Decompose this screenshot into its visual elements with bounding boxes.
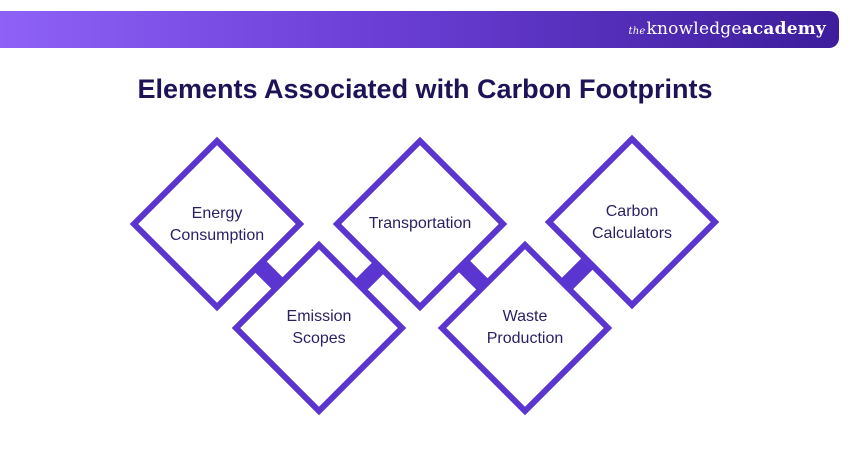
brand-suffix: academy [741,19,826,39]
connector-waste-carbon [559,258,593,292]
label-energy-line1: Energy [191,205,243,222]
label-energy-line2: Consumption [169,227,265,244]
diamond-waste-production [437,240,613,416]
diamond-carbon-calculators [544,134,720,310]
label-emission-line1: Emission [286,308,352,325]
diamond-energy-consumption [129,136,305,312]
connector-transportation-waste [456,258,490,292]
label-carbon-line1: Carbon [605,203,659,220]
label-energy-consumption: Energy Consumption [152,203,282,247]
label-waste-line2: Production [486,330,564,347]
label-carbon-calculators: Carbon Calculators [567,201,697,245]
diamond-transportation [332,136,508,312]
header-banner [0,11,839,48]
page-title: Elements Associated with Carbon Footprin… [137,74,713,104]
brand-prefix: the [628,26,646,37]
label-emission-line2: Scopes [292,330,346,347]
brand-logo: theknowledgeacademy [628,18,826,43]
label-waste-line1: Waste [502,308,548,325]
label-carbon-line2: Calculators [591,225,673,242]
connector-energy-emission [252,258,286,292]
label-transportation: Transportation [355,213,485,235]
brand-name: knowledge [646,19,742,39]
label-waste-production: Waste Production [460,306,590,350]
label-emission-scopes: Emission Scopes [254,306,384,350]
label-transportation-line1: Transportation [368,215,472,232]
diamond-emission-scopes [231,240,407,416]
